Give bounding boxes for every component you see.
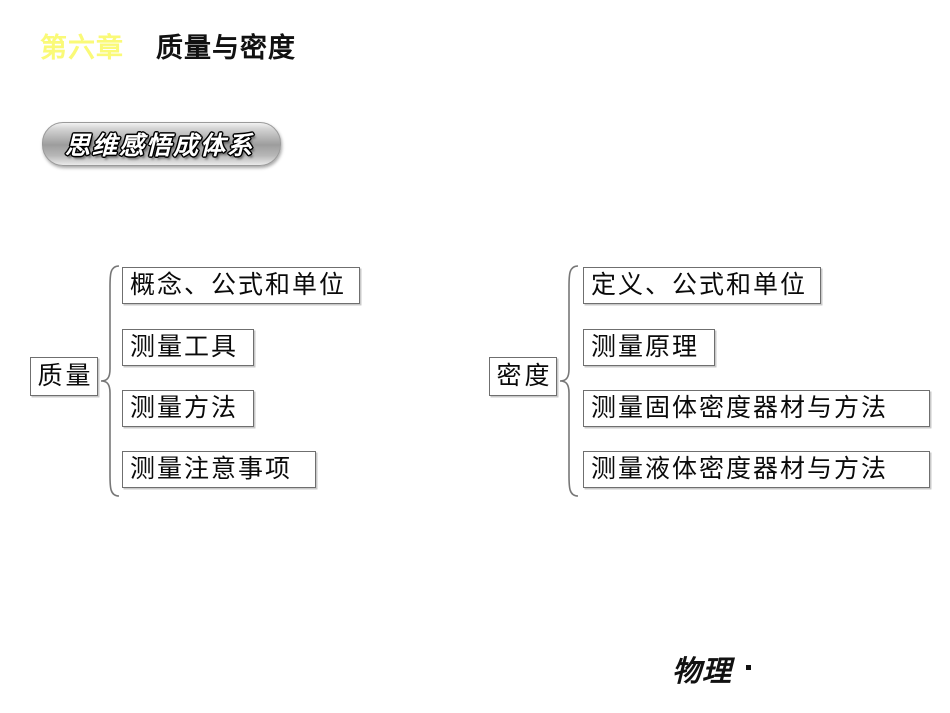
root-node-density: 密度	[489, 357, 557, 396]
leaf-box-label: 测量工具	[130, 334, 239, 361]
leaf-box: 概念、公式和单位	[122, 267, 360, 304]
brace-density-icon	[559, 265, 579, 497]
root-node-mass-label: 质量	[37, 363, 94, 390]
leaf-box: 测量液体密度器材与方法	[583, 451, 930, 488]
root-node-mass: 质量	[30, 357, 98, 396]
leaf-box-label: 测量方法	[130, 395, 239, 422]
leaf-box: 测量工具	[122, 329, 254, 366]
leaf-box-label: 测量液体密度器材与方法	[591, 456, 889, 483]
leaf-box: 定义、公式和单位	[583, 267, 821, 304]
brace-mass-icon	[100, 265, 120, 497]
chapter-number-label: 第六章	[40, 33, 124, 63]
leaf-box-label: 测量原理	[591, 334, 700, 361]
leaf-box: 测量方法	[122, 390, 254, 427]
footer-subject-label: 物理	[672, 656, 733, 688]
footer: 物理	[672, 648, 752, 690]
leaf-box: 测量注意事项	[122, 451, 316, 488]
leaf-box-label: 测量固体密度器材与方法	[591, 395, 889, 422]
leaf-box: 测量固体密度器材与方法	[583, 390, 930, 427]
leaf-box-label: 概念、公式和单位	[130, 272, 347, 299]
chapter-title-label: 质量与密度	[156, 33, 296, 63]
leaf-box-label: 定义、公式和单位	[591, 272, 808, 299]
section-banner-label: 思维感悟成体系	[65, 132, 255, 160]
page-title: 第六章 质量与密度	[40, 26, 296, 65]
leaf-box-label: 测量注意事项	[130, 456, 293, 483]
square-dot-icon	[746, 664, 752, 670]
root-node-density-label: 密度	[496, 363, 553, 390]
section-banner: 思维感悟成体系	[42, 122, 282, 166]
leaf-box: 测量原理	[583, 329, 715, 366]
